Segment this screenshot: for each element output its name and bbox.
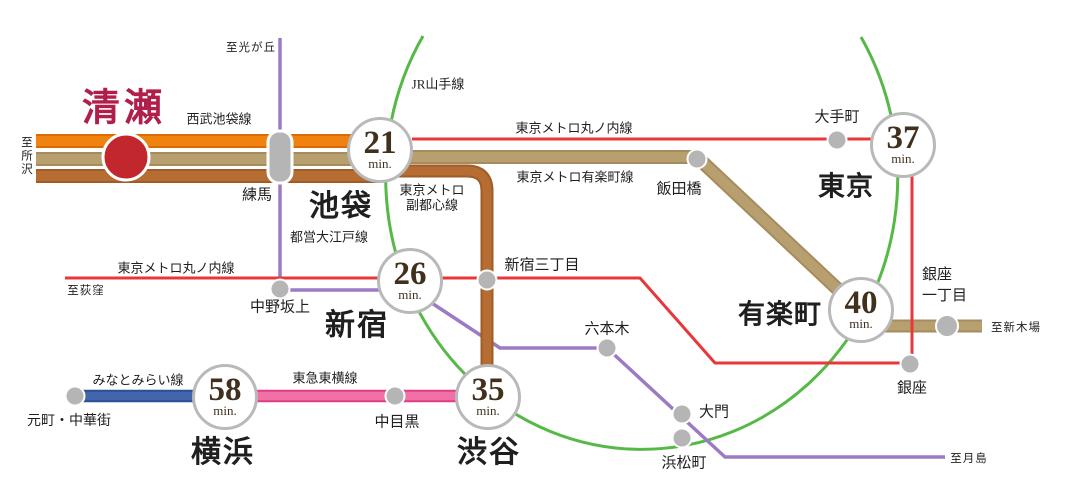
line-label-marunouchi-north: 東京メトロ丸ノ内線 (515, 120, 633, 136)
station-label-ikebukuro: 池袋 (309, 190, 373, 223)
line-label-tokyu-toyoko: 東急東横線 (292, 370, 358, 386)
line-label-fukutoshin-line2: 副都心線 (405, 197, 459, 212)
direction-label-ogikubo: 至荻窪 (67, 285, 105, 297)
minutes-value: 26 (393, 256, 427, 292)
line-label-fukutoshin: 東京メトロ 副都心線 (399, 182, 465, 213)
nakano-sakaue-dot (269, 278, 291, 300)
station-label-shinjuku: 新宿 (325, 309, 389, 342)
line-label-seibu-ikebukuro: 西武池袋線 (186, 111, 252, 127)
time-badge-shibuya: 35 min. (455, 364, 521, 430)
time-badge-ikebukuro: 21 min. (347, 117, 413, 183)
station-label-ginza-itchome-line1: 銀座 (922, 267, 953, 283)
direction-label-shin-kiba: 至新木場 (991, 322, 1041, 334)
nakameguro-dot (384, 385, 406, 407)
iidabashi-dot (686, 148, 708, 170)
station-label-roppongi: 六本木 (584, 321, 630, 338)
station-label-ginza-itchome-line2: 一丁目 (922, 288, 968, 304)
ginza-dot (899, 353, 921, 375)
line-label-marunouchi-west: 東京メトロ丸ノ内線 (117, 260, 235, 276)
minutes-value: 40 (844, 285, 878, 321)
line-label-toei-oedo: 都営大江戸線 (289, 229, 369, 245)
kiyose-station-marker (101, 132, 151, 182)
minutes-unit: min. (213, 403, 237, 418)
minutes-unit: min. (891, 151, 915, 166)
station-label-yurakucho: 有楽町 (738, 299, 822, 330)
station-dots (64, 129, 959, 449)
station-label-ginza-itchome: 銀座 一丁目 (922, 265, 967, 307)
minutes-value: 37 (886, 120, 920, 156)
time-badge-yurakucho: 40 min. (828, 277, 894, 343)
hamamatsucho-dot (671, 427, 693, 449)
home-station-label: 清瀬 (81, 87, 167, 130)
station-label-daimon: 大門 (698, 404, 730, 421)
station-label-nakameguro: 中目黒 (374, 414, 420, 431)
station-label-hamamatsucho: 浜松町 (661, 455, 707, 472)
time-badge-tokyo: 37 min. (870, 112, 936, 178)
direction-label-tsukishima: 至月島 (950, 453, 988, 465)
minutes-unit: min. (849, 316, 873, 331)
line-label-fukutoshin-line1: 東京メトロ (399, 182, 465, 198)
time-badge-shinjuku: 26 min. (377, 248, 443, 314)
time-badge-yokohama: 58 min. (192, 364, 258, 430)
station-label-nerima: 練馬 (241, 187, 273, 204)
nerima-station-capsule (266, 129, 294, 185)
minutes-unit: min. (368, 156, 392, 171)
shinjuku-sanchome-dot (476, 269, 498, 291)
station-label-tokyo: 東京 (818, 171, 874, 202)
minutes-value: 35 (471, 372, 505, 408)
station-label-otemachi: 大手町 (814, 109, 860, 126)
ginza-itchome-dot (935, 314, 959, 338)
station-label-motomachi-chukagai: 元町・中華街 (27, 414, 111, 429)
motomachi-chukagai-dot (64, 385, 86, 407)
station-label-yokohama: 横浜 (191, 436, 255, 469)
station-label-iidabashi: 飯田橋 (656, 181, 702, 198)
line-label-minatomirai: みなとみらい線 (92, 372, 184, 388)
direction-label-tokorozawa: 至所沢 (20, 136, 32, 177)
daimon-dot (671, 403, 693, 425)
line-label-yurakucho: 東京メトロ有楽町線 (516, 169, 634, 185)
station-label-shinjuku-sanchome: 新宿三丁目 (504, 257, 580, 274)
minutes-unit: min. (476, 403, 500, 418)
station-label-nakano-sakaue: 中野坂上 (249, 299, 311, 316)
roppongi-dot (596, 337, 618, 359)
station-label-shibuya: 渋谷 (457, 436, 521, 469)
minutes-value: 58 (208, 372, 242, 408)
direction-label-hikarigaoka: 至光が丘 (226, 42, 276, 54)
fukutoshin-line-path (382, 166, 492, 399)
line-label-jr-yamanote: JR山手線 (411, 76, 465, 92)
minutes-unit: min. (398, 287, 422, 302)
jr-yamanote-line-arc (384, 35, 900, 451)
station-label-ginza: 銀座 (896, 380, 928, 397)
minutes-value: 21 (363, 125, 397, 161)
otemachi-dot (826, 129, 848, 151)
